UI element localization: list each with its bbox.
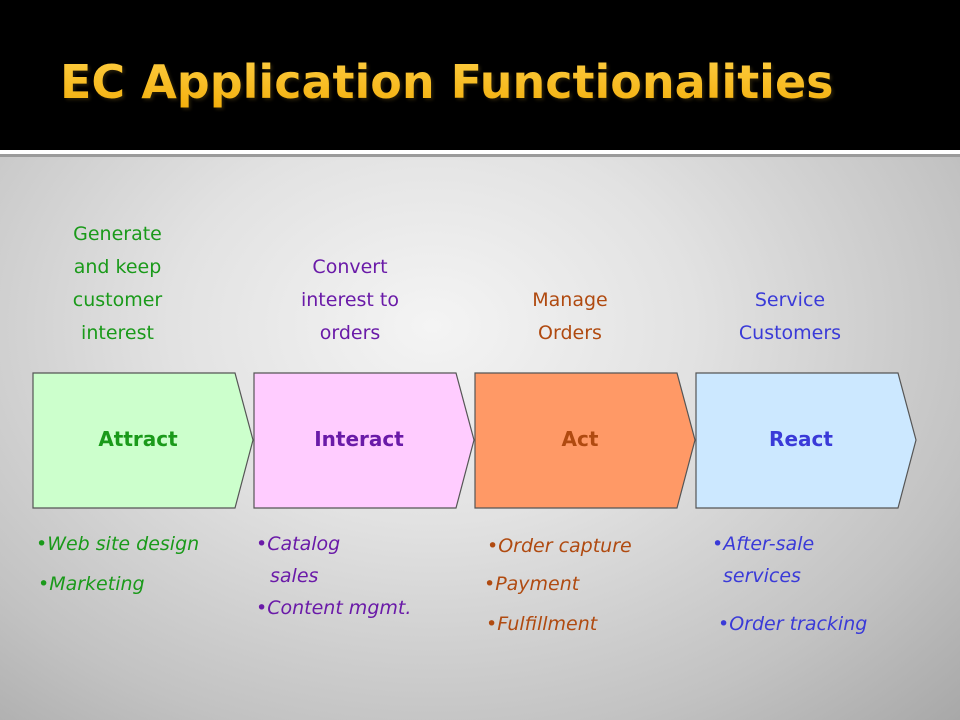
goal-attract: Generate and keep customer interest bbox=[72, 223, 163, 344]
title-bar: EC Application Functionalities bbox=[0, 0, 960, 150]
activity-act-2: •Payment bbox=[484, 573, 580, 595]
activity-react-1: •After-sale bbox=[712, 533, 815, 555]
goal-react: Service Customers bbox=[738, 289, 842, 344]
title-divider bbox=[0, 150, 960, 154]
activity-react-2: •Order tracking bbox=[718, 613, 868, 635]
stage-box-interact bbox=[253, 372, 475, 509]
goal-act: Manage Orders bbox=[532, 289, 608, 344]
activity-attract-2: •Marketing bbox=[38, 573, 145, 595]
stage-label-attract: Attract bbox=[98, 427, 178, 451]
activity-interact-1: •Catalog bbox=[256, 533, 341, 555]
stage-label-act: Act bbox=[561, 427, 599, 451]
stage-box-act bbox=[474, 372, 696, 509]
stage-box-react bbox=[695, 372, 917, 509]
stage-label-interact: Interact bbox=[314, 427, 404, 451]
activity-act-1: •Order capture bbox=[487, 535, 632, 557]
activity-attract-1: •Web site design bbox=[36, 533, 200, 555]
goal-interact: Convert interest to orders bbox=[300, 256, 399, 344]
stage-label-react: React bbox=[769, 427, 833, 451]
slide-title: EC Application Functionalities bbox=[60, 50, 834, 114]
activity-act-3: •Fulfillment bbox=[486, 613, 598, 635]
activity-react-1-cont: services bbox=[723, 565, 801, 587]
title-divider-shadow bbox=[0, 154, 960, 157]
activity-interact-1-cont: sales bbox=[270, 565, 319, 587]
stage-box-attract bbox=[32, 372, 254, 509]
activity-interact-2: •Content mgmt. bbox=[256, 597, 412, 619]
